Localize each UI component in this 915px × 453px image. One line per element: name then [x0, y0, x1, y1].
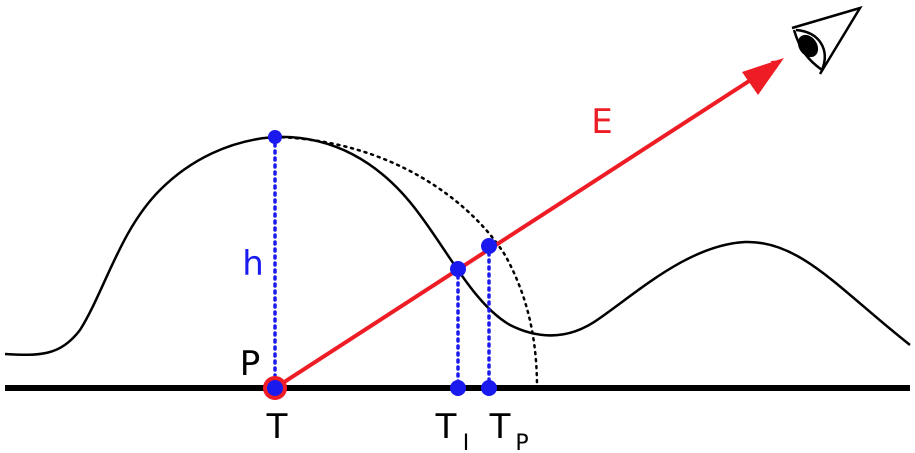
parallax-base-marker: [481, 380, 497, 396]
texcoord-label: T: [266, 407, 288, 447]
intersect-point-marker: [450, 261, 466, 277]
parallax-point-marker: [481, 238, 497, 254]
height-point-marker: [268, 130, 282, 144]
texcoord-intersect-subscript: I: [463, 431, 470, 453]
point-label: P: [240, 344, 261, 384]
texcoord-origin-marker: [263, 376, 287, 400]
texcoord-parallax-label: T: [489, 407, 511, 447]
heightfield-curve: [4, 135, 911, 357]
texcoord-intersect-label: T: [435, 407, 457, 447]
eye-icon: [791, 5, 863, 75]
eye-vector-arrowhead: [742, 58, 784, 95]
intersect-base-marker: [450, 380, 466, 396]
texcoord-parallax-subscript: P: [515, 431, 528, 453]
eye-vector-label: E: [591, 102, 612, 142]
eye-vector-arrow: [273, 59, 782, 390]
height-label: h: [242, 244, 264, 284]
height-arc: [273, 135, 539, 390]
